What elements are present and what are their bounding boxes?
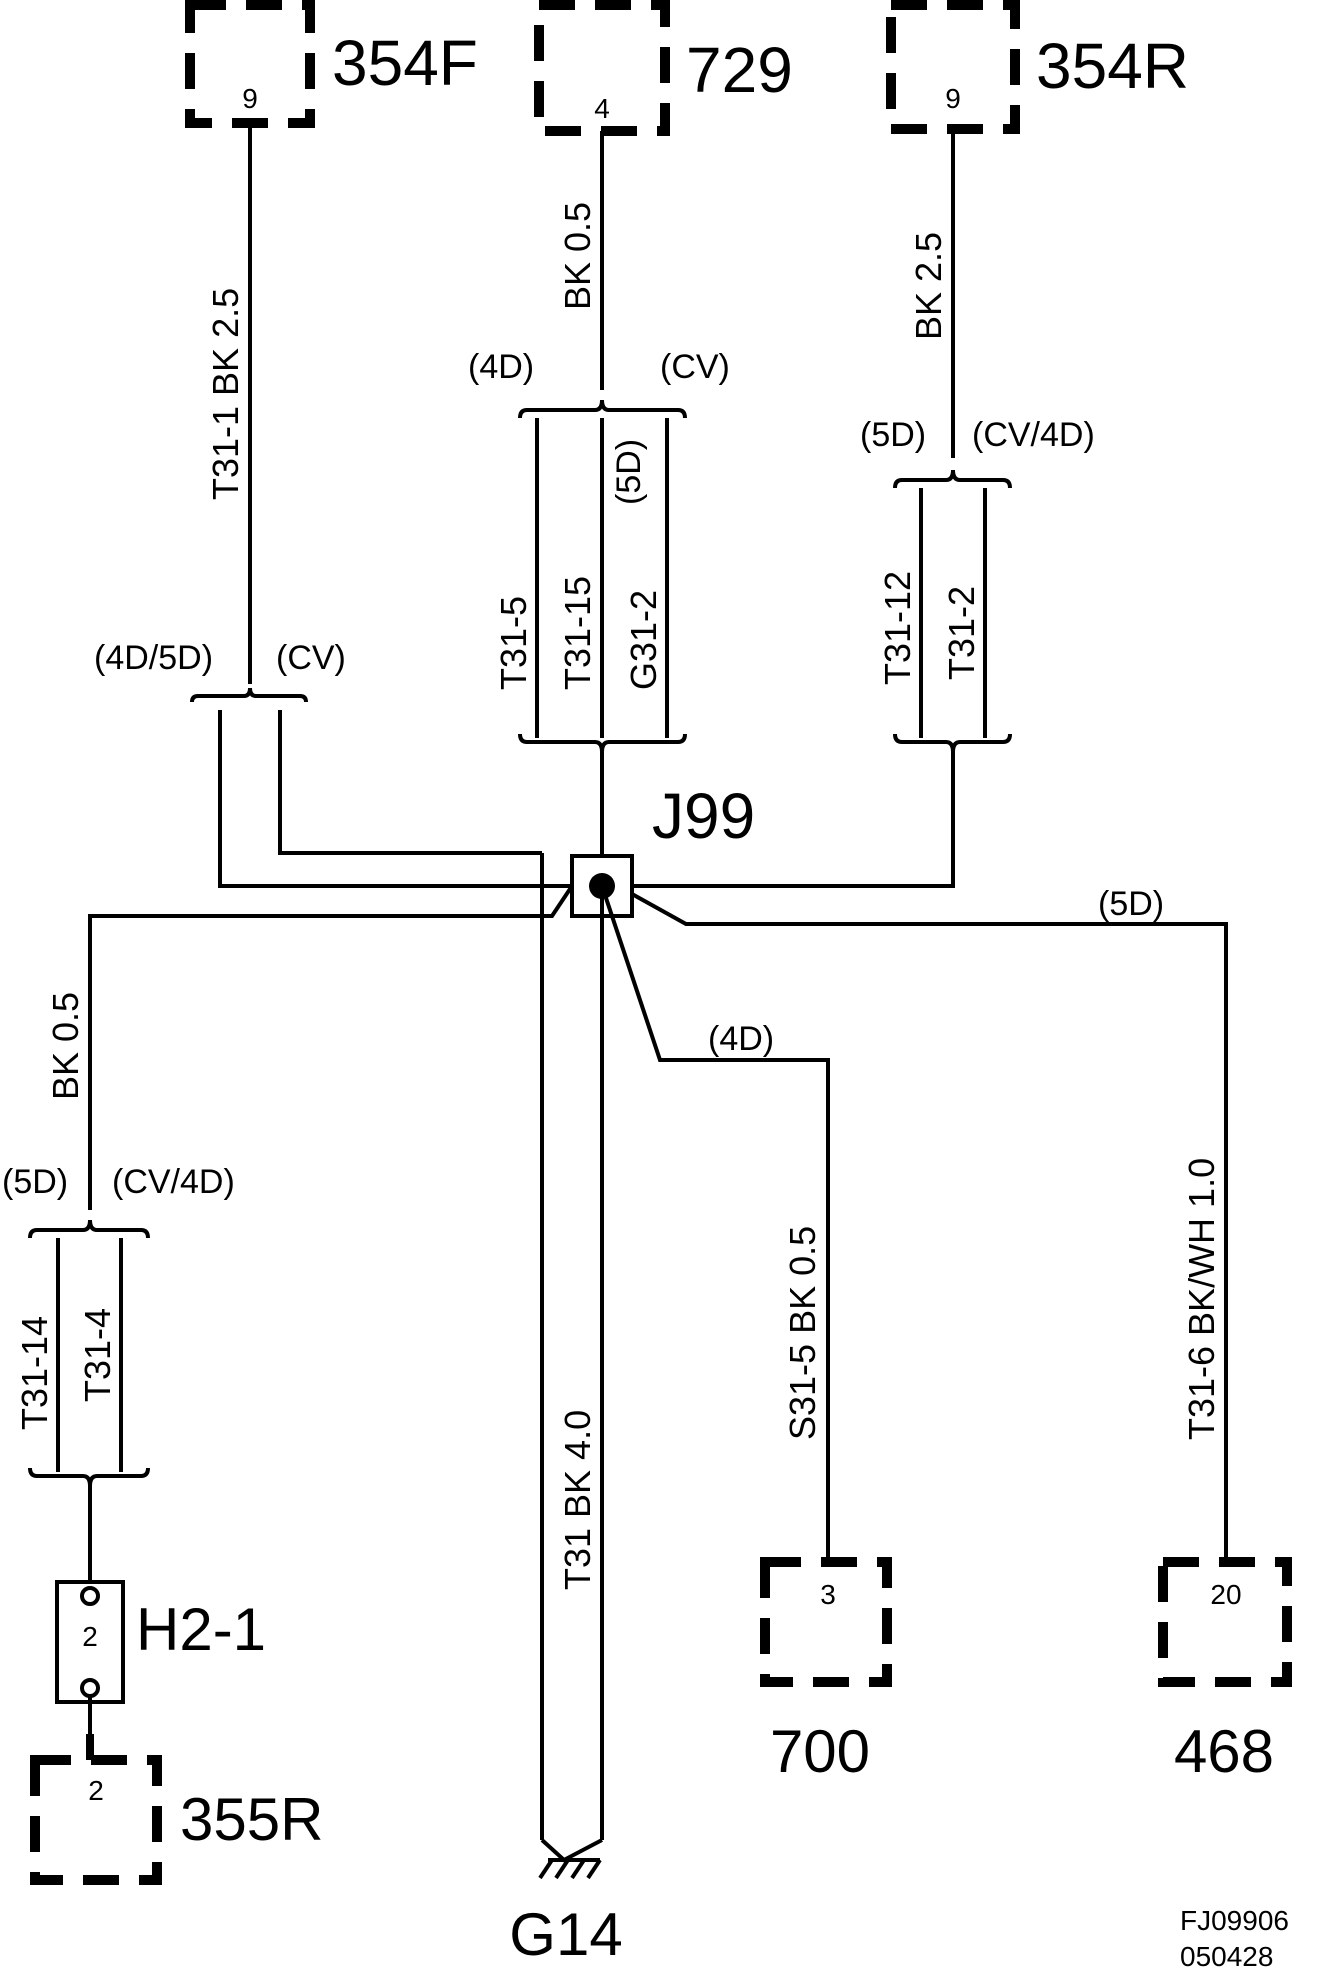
brace-355r-split: [28, 1219, 150, 1239]
variant-354f-left: (4D/5D): [94, 639, 213, 677]
figure-ref-line2: 050428: [1180, 1941, 1273, 1972]
wire-t31-4-label: T31-4: [77, 1308, 118, 1402]
connector-355r: 2 355R: [30, 1755, 323, 1885]
connector-468: 20 468: [1158, 1557, 1292, 1785]
connector-468-box: [1158, 1557, 1292, 1687]
brace-354f-split: [190, 687, 308, 703]
component-h2-1-bottom-pin: [80, 1678, 100, 1698]
component-h2-1-top-pin: [80, 1586, 100, 1606]
ground-g14-label: G14: [509, 1901, 622, 1968]
connector-355r-pin: 2: [88, 1775, 104, 1806]
wire-354r-to-j99: [634, 752, 955, 888]
connector-700: 3 700: [760, 1557, 892, 1785]
connector-700-label: 700: [770, 1718, 870, 1785]
wire-t31-12-label: T31-12: [877, 571, 918, 685]
wire-468-label: T31-6 BK/WH 1.0: [1181, 1158, 1222, 1440]
variant-729-mid: (5D): [610, 439, 648, 505]
wire-354f-label: T31-1 BK 2.5: [205, 288, 246, 500]
variant-354f-right: (CV): [276, 639, 346, 677]
connector-729-pin: 4: [594, 93, 610, 124]
brace-354r-split: [893, 469, 1012, 489]
connector-468-label: 468: [1174, 1718, 1274, 1785]
component-h2-1-pin: 2: [82, 1621, 98, 1652]
connector-354f-pin: 9: [242, 83, 258, 114]
connector-354r-pin: 9: [945, 83, 961, 114]
variant-354r-left: (5D): [860, 416, 926, 454]
connector-355r-box: [30, 1755, 162, 1885]
variant-700: (4D): [708, 1020, 774, 1058]
component-h2-1: 2 H2-1: [55, 1580, 266, 1704]
wire-t31-14-label: T31-14: [14, 1316, 55, 1430]
connector-468-pin: 20: [1210, 1579, 1241, 1610]
variant-729-right: (CV): [660, 348, 730, 386]
connector-354f: 9 354F: [185, 0, 478, 128]
brace-355r-join: [28, 1467, 150, 1487]
connector-729: 4 729: [534, 0, 793, 136]
variant-355r-left: (5D): [2, 1163, 68, 1201]
figure-ref-line1: FJ09906: [1180, 1905, 1289, 1936]
brace-729-split: [518, 399, 687, 419]
wire-t31-15-label: T31-15: [557, 576, 598, 690]
wire-g14-label: T31 BK 4.0: [557, 1410, 598, 1590]
wire-j99-to-700: [600, 885, 830, 1560]
connector-355r-label: 355R: [180, 1786, 323, 1853]
connector-354r: 9 354R: [886, 0, 1189, 134]
variant-354r-right: (CV/4D): [972, 416, 1095, 454]
connector-354r-label: 354R: [1036, 30, 1189, 102]
wire-j99-to-468: [631, 892, 1228, 1560]
wire-729-label: BK 0.5: [557, 202, 598, 310]
variant-468: (5D): [1098, 885, 1164, 923]
wire-355r-label: BK 0.5: [45, 992, 86, 1100]
connector-700-pin: 3: [820, 1579, 836, 1610]
connector-729-label: 729: [686, 34, 793, 106]
wire-354f-cv-to-j99: [278, 710, 542, 855]
ground-symbol: [538, 1838, 603, 1880]
wire-t31-5-label: T31-5: [493, 596, 534, 690]
wire-354f-4d5d-to-j99: [218, 710, 574, 888]
ground-symbol-lines: [538, 1838, 603, 1880]
wire-t31-2-label: T31-2: [941, 586, 982, 680]
wire-354r-label: BK 2.5: [908, 232, 949, 340]
wire-j99-to-355r: [88, 884, 574, 1210]
junction-j99-label: J99: [652, 780, 755, 852]
junction-j99: J99: [570, 780, 755, 918]
variant-355r-right: (CV/4D): [112, 1163, 235, 1201]
wire-g31-2-label: G31-2: [623, 590, 664, 690]
component-h2-1-label: H2-1: [136, 1596, 266, 1663]
connector-700-box: [760, 1557, 892, 1687]
brace-354r-join: [893, 733, 1012, 753]
variant-729-left: (4D): [468, 348, 534, 386]
connector-354f-label: 354F: [332, 27, 478, 99]
wire-700-label: S31-5 BK 0.5: [782, 1226, 823, 1440]
